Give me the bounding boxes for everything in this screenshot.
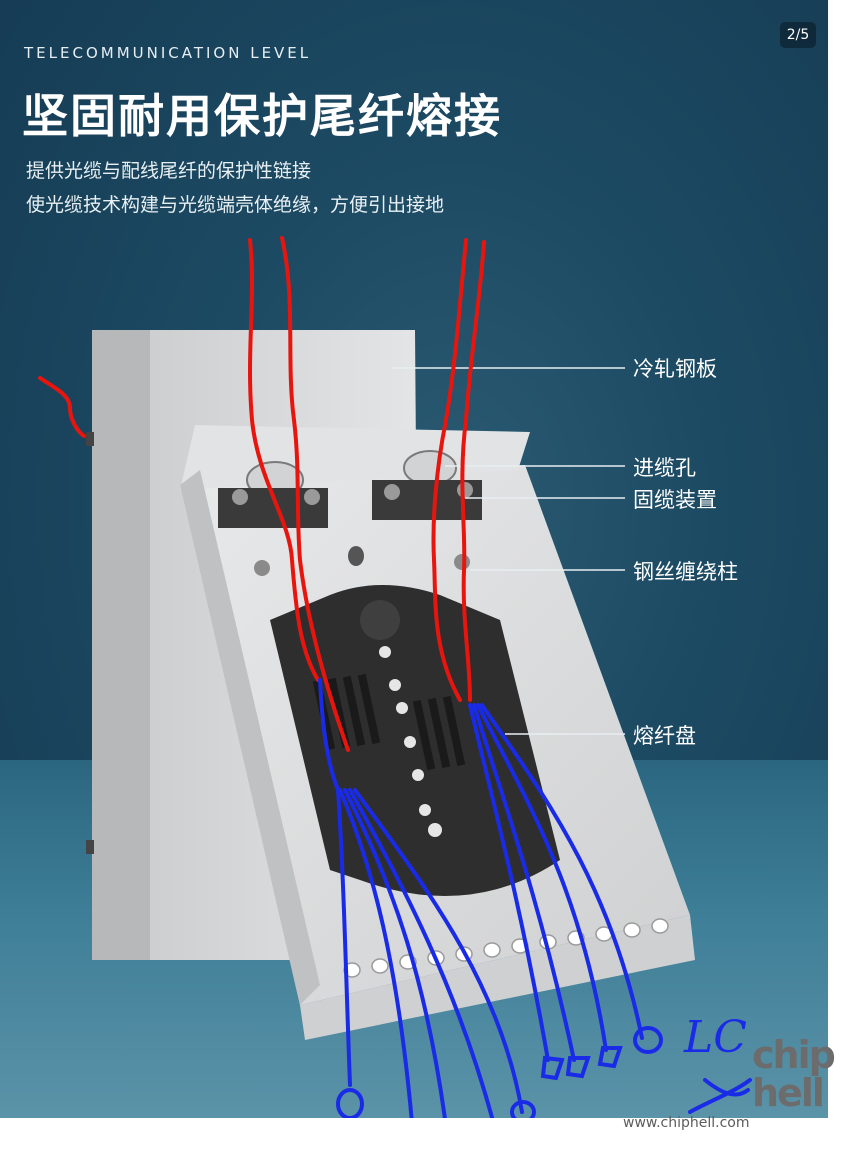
callout-cable-entry: 进缆孔 [633, 456, 696, 480]
handwritten-lc-label: LC [684, 1012, 747, 1063]
description-line-1: 提供光缆与配线尾纤的保护性链接 [26, 160, 312, 182]
page-title: 坚固耐用保护尾纤熔接 [22, 89, 502, 143]
watermark-site-text: www.chiphell.com [623, 1115, 750, 1131]
callout-leader-lines [392, 367, 625, 735]
product-illustration [38, 236, 752, 1118]
red-ink-input-fibers [38, 236, 486, 752]
product-image-viewer: TELECOMMUNICATION LEVEL 坚固耐用保护尾纤熔接 提供光缆与… [0, 0, 828, 1118]
description-line-2: 使光缆技术构建与光缆端壳体绝缘，方便引出接地 [26, 194, 445, 216]
header-kicker: TELECOMMUNICATION LEVEL [24, 44, 312, 62]
callout-cable-fixing: 固缆装置 [633, 488, 717, 512]
callout-splice-tray: 熔纤盘 [633, 724, 696, 748]
callout-wire-post: 钢丝缠绕柱 [633, 560, 738, 584]
image-counter-badge: 2/5 [780, 22, 816, 48]
callout-steel-plate: 冷轧钢板 [633, 357, 717, 381]
blue-ink-pigtails [318, 678, 752, 1118]
chiphell-watermark-logo: chip hell [752, 1033, 836, 1115]
